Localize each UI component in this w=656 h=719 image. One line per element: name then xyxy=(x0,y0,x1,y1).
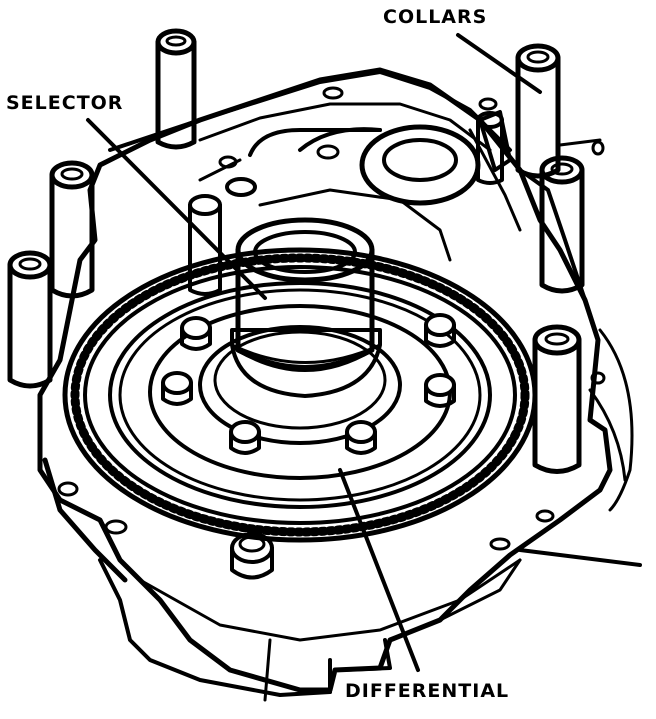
small-shaft xyxy=(476,111,504,185)
front-face xyxy=(42,457,555,702)
selector-label: SELECTOR xyxy=(6,92,124,114)
collar-top-right xyxy=(515,43,561,179)
collars-leader xyxy=(456,33,542,94)
collars xyxy=(7,28,585,474)
collar-right-front xyxy=(532,324,582,474)
selector-leader xyxy=(86,118,267,300)
collar-left-front xyxy=(7,250,53,389)
transmission-housing xyxy=(37,67,642,693)
collar-right-middle xyxy=(539,155,585,294)
collars-label: COLLARS xyxy=(383,6,488,28)
collar-top-left xyxy=(155,28,197,150)
leader-lines xyxy=(86,33,542,672)
selector-sleeve xyxy=(230,217,382,398)
differential-leader xyxy=(338,468,420,672)
collar-inner-left xyxy=(188,177,257,296)
differential-label: DIFFERENTIAL xyxy=(345,680,510,702)
collar-left-back xyxy=(49,160,95,299)
carrier-bolts xyxy=(161,313,456,455)
differential-carrier xyxy=(148,304,456,480)
